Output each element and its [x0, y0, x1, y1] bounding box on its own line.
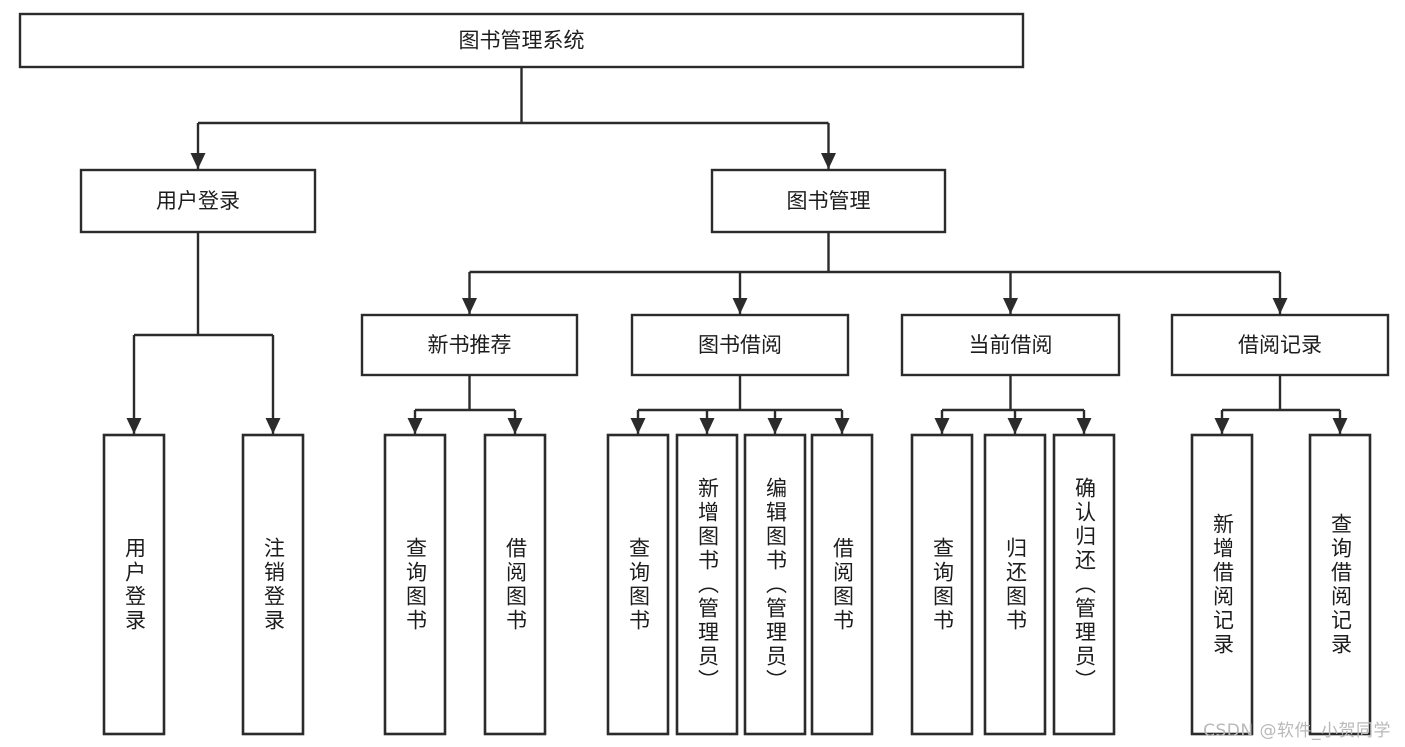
node-box-leaf-borrow-book-2[interactable]	[810, 433, 874, 736]
arrow-icon-borrow-record-0	[1214, 418, 1230, 434]
arrow-icon-book-borrow-3	[834, 418, 850, 434]
node-box-leaf-query-book-2[interactable]	[606, 433, 670, 736]
arrow-icon-book-manage-0	[462, 298, 477, 314]
node-box-leaf-return-book[interactable]	[983, 433, 1047, 736]
node-label-current-borrow: 当前借阅	[969, 333, 1053, 357]
node-box-leaf-add-book[interactable]	[675, 433, 739, 736]
arrow-icon-book-borrow-2	[767, 418, 783, 434]
arrow-icon-new-book-recommend-0	[407, 418, 423, 434]
arrow-icon-book-manage-3	[1272, 298, 1288, 314]
arrow-icon-root-0	[190, 153, 206, 169]
arrow-icon-book-manage-1	[732, 298, 748, 314]
node-box-layer	[18, 12, 1390, 736]
arrow-icon-current-borrow-2	[1076, 418, 1092, 434]
arrow-icon-book-borrow-0	[630, 418, 646, 434]
node-box-leaf-borrow-book-1[interactable]	[483, 433, 547, 736]
node-box-root[interactable]	[18, 12, 1025, 69]
node-label-book-manage: 图书管理	[787, 189, 871, 213]
node-box-leaf-confirm-return[interactable]	[1052, 433, 1116, 736]
arrow-icon-user-login-0	[126, 418, 142, 434]
node-box-leaf-query-book-3[interactable]	[910, 433, 974, 736]
connector-layer	[126, 67, 1348, 434]
node-box-borrow-record[interactable]	[1170, 313, 1390, 377]
node-box-user-login[interactable]	[79, 168, 317, 234]
arrow-icon-current-borrow-0	[934, 418, 950, 434]
arrow-icon-new-book-recommend-1	[507, 418, 523, 434]
node-box-book-borrow[interactable]	[630, 313, 850, 377]
arrow-icon-book-borrow-1	[699, 418, 715, 434]
arrow-icon-root-1	[821, 153, 836, 169]
node-box-new-book-recommend[interactable]	[360, 313, 579, 377]
arrow-icon-borrow-record-1	[1332, 418, 1348, 434]
node-box-leaf-query-record[interactable]	[1308, 433, 1372, 736]
watermark-text: CSDN @软件_小贺同学	[1203, 721, 1391, 741]
node-label-user-login: 用户登录	[156, 189, 240, 213]
node-box-leaf-user-login[interactable]	[102, 433, 166, 736]
node-box-leaf-logout-login[interactable]	[241, 433, 305, 736]
node-box-current-borrow[interactable]	[900, 313, 1121, 377]
node-box-book-manage[interactable]	[710, 168, 947, 234]
node-box-leaf-add-record[interactable]	[1190, 433, 1254, 736]
node-label-new-book-recommend: 新书推荐	[428, 333, 512, 357]
arrow-icon-user-login-1	[265, 418, 281, 434]
node-box-leaf-query-book-1[interactable]	[383, 433, 447, 736]
node-label-book-borrow: 图书借阅	[698, 333, 782, 357]
node-box-leaf-edit-book[interactable]	[743, 433, 807, 736]
arrow-icon-current-borrow-1	[1007, 418, 1023, 434]
node-label-root: 图书管理系统	[459, 29, 585, 53]
arrow-icon-book-manage-2	[1003, 298, 1018, 314]
node-label-borrow-record: 借阅记录	[1238, 333, 1322, 357]
